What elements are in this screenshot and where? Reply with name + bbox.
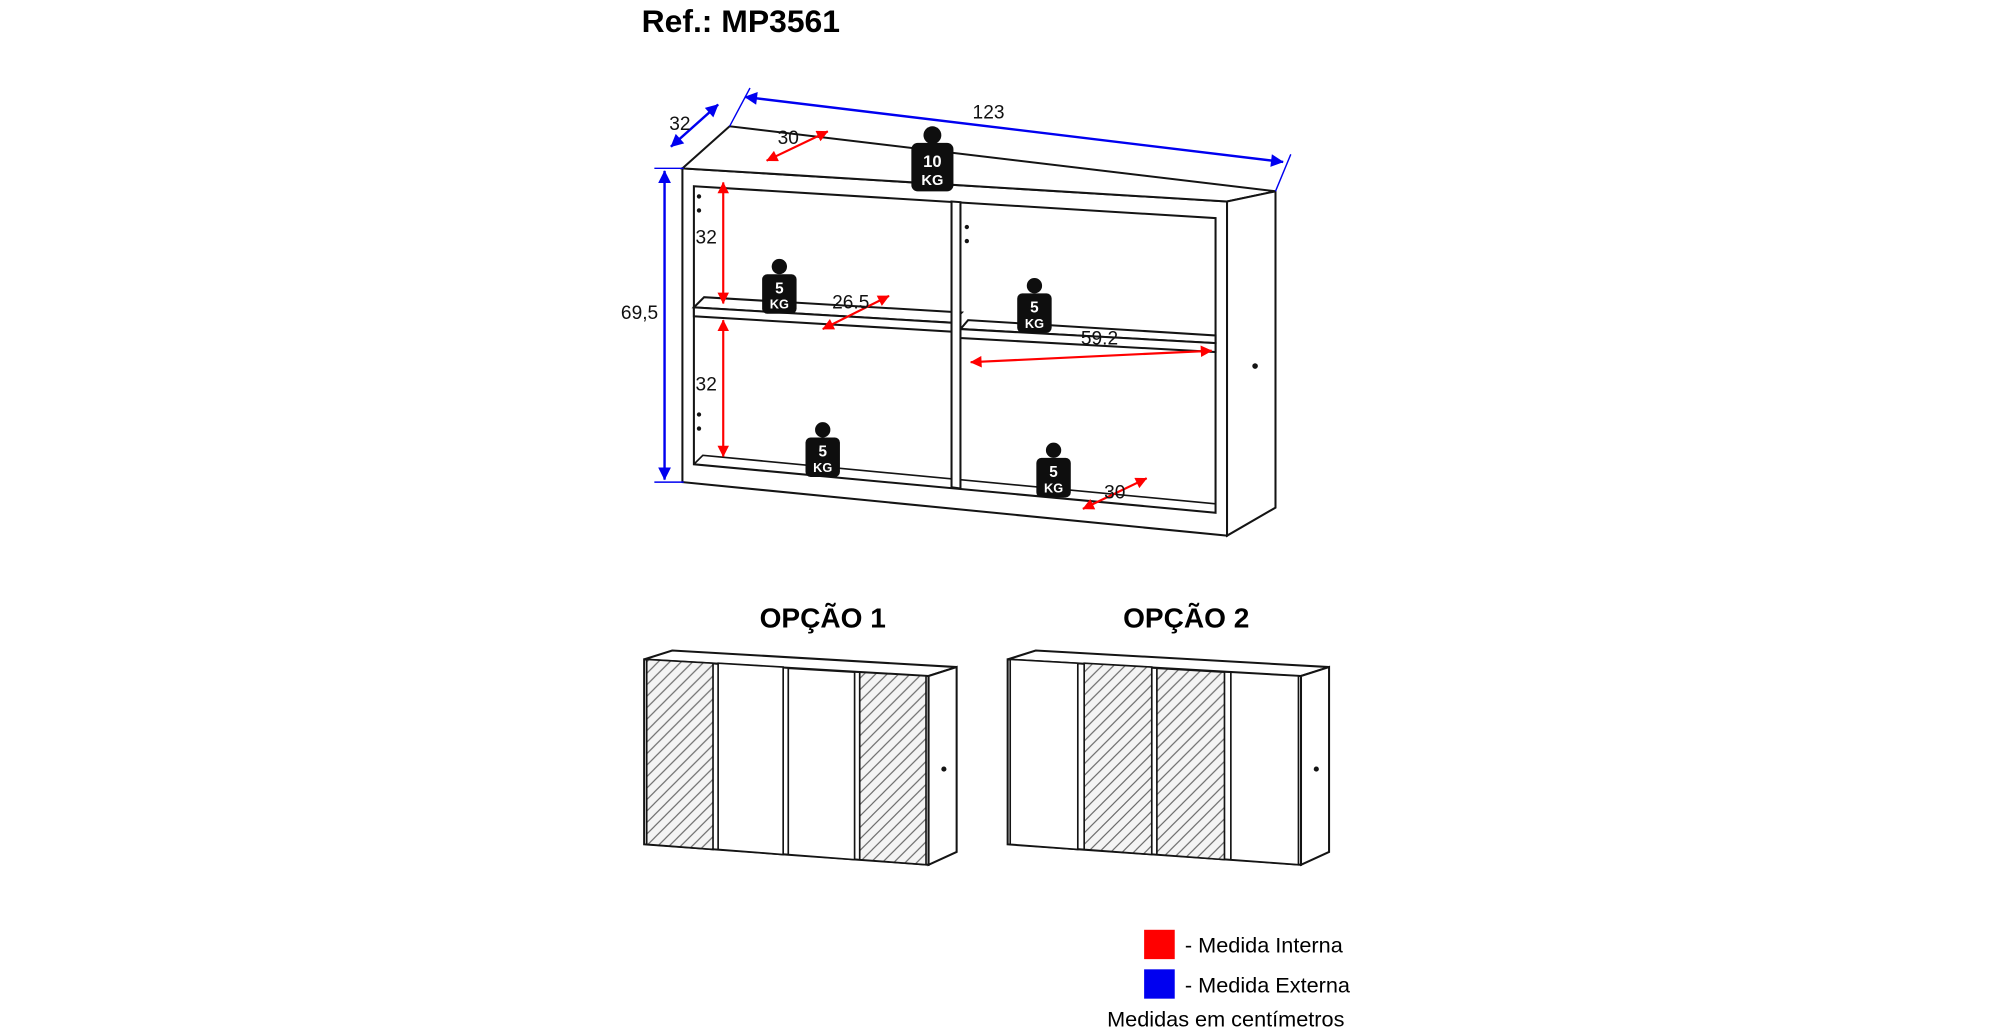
- weight-unit: KG: [770, 297, 789, 312]
- weight-icon: [1017, 293, 1052, 333]
- shelf-pin-dot: [696, 426, 702, 431]
- weight-value: 5: [818, 444, 827, 461]
- option2-diagram: [1006, 649, 1331, 867]
- dim-external-height-label: 69,5: [621, 303, 658, 324]
- weight-value: 5: [775, 280, 784, 297]
- dim-external-depth-label: 32: [669, 114, 690, 135]
- weight-badge-right-bottom: 5 KG: [1036, 442, 1071, 498]
- weight-icon: [805, 437, 840, 478]
- dim-internal-lower-height-label: 32: [696, 374, 717, 395]
- weight-badge-top: 10 KG: [911, 126, 954, 192]
- page-title: Ref.: MP3561: [642, 3, 840, 39]
- weight-badge-left-shelf: 5 KG: [762, 258, 797, 314]
- weight-badge-left-bottom: 5 KG: [805, 422, 840, 478]
- dim-internal-top-depth: 30: [766, 128, 829, 162]
- option2-door-1: [1009, 658, 1079, 851]
- weight-unit: KG: [1025, 316, 1044, 331]
- weight-badge-right-shelf: 5 KG: [1017, 278, 1052, 333]
- weight-icon: [1026, 278, 1043, 294]
- legend-units-note: Medidas em centímetros: [1107, 1007, 1344, 1028]
- legend-external-swatch: [1144, 969, 1175, 999]
- option1-label: OPÇÃO 1: [760, 603, 886, 634]
- dim-internal-shelf-depth: 26.5: [822, 293, 890, 331]
- option1-door-3: [787, 667, 856, 861]
- dim-external-height: 69,5: [621, 167, 684, 483]
- weight-icon: [911, 142, 954, 192]
- weight-value: 5: [1030, 299, 1039, 316]
- dim-internal-bottom-depth-label: 30: [1104, 483, 1125, 504]
- shelf-pin-dot: [696, 412, 702, 417]
- main-cabinet-diagram: 123 32 69,5 30 32 32 26.5: [621, 87, 1292, 538]
- option1-door-4-mirror: [858, 671, 927, 866]
- dim-internal-right-width-label: 59.2: [1081, 328, 1118, 349]
- cabinet-center-divider: [950, 200, 962, 490]
- side-handle-dot: [1252, 363, 1258, 369]
- option1-door-2: [717, 662, 785, 856]
- option2-label: OPÇÃO 2: [1123, 603, 1249, 634]
- dim-internal-lower-height: 32: [696, 319, 729, 458]
- dim-internal-right-width: 59.2: [970, 328, 1213, 368]
- weight-unit: KG: [813, 460, 832, 475]
- shelf-pin-dot: [696, 194, 702, 199]
- cabinet-right-side: [1226, 190, 1277, 538]
- weight-unit: KG: [921, 173, 943, 189]
- dim-external-width: 123: [728, 87, 1292, 192]
- option1-right-side: [927, 665, 958, 867]
- weight-icon: [923, 126, 942, 145]
- dim-internal-upper-height-label: 32: [696, 228, 717, 249]
- legend-external-label: - Medida Externa: [1185, 972, 1351, 997]
- legend-internal-label: - Medida Interna: [1185, 933, 1344, 958]
- weight-icon: [1045, 442, 1062, 458]
- option2-door-3-mirror: [1156, 667, 1226, 861]
- weight-icon: [771, 258, 788, 275]
- weight-icon: [815, 422, 831, 438]
- dim-external-width-label: 123: [973, 103, 1005, 124]
- legend: - Medida Interna - Medida Externa Medida…: [1107, 929, 1351, 1028]
- weight-icon: [1036, 457, 1071, 498]
- shelf-pin-dot: [964, 238, 970, 244]
- dim-internal-bottom-depth: 30: [1082, 477, 1148, 510]
- weight-unit: KG: [1044, 480, 1063, 495]
- dim-internal-top-depth-label: 30: [778, 128, 799, 149]
- option1-door-1-mirror: [645, 658, 714, 851]
- weight-icon: [762, 274, 797, 314]
- option2-right-side: [1299, 665, 1331, 867]
- option2-handle-dot: [1313, 766, 1319, 772]
- dim-external-depth: 32: [669, 103, 719, 148]
- option2-door-2-mirror: [1083, 662, 1153, 856]
- dim-internal-shelf-depth-label: 26.5: [832, 293, 869, 314]
- legend-internal-swatch: [1144, 929, 1175, 960]
- option1-diagram: [643, 649, 958, 867]
- shelf-pin-dot: [696, 208, 702, 213]
- weight-value: 10: [923, 152, 941, 171]
- dim-internal-upper-height: 32: [696, 181, 729, 305]
- option2-door-4: [1230, 671, 1300, 866]
- weight-value: 5: [1049, 464, 1058, 481]
- shelf-pin-dot: [964, 224, 970, 230]
- option1-handle-dot: [941, 766, 947, 772]
